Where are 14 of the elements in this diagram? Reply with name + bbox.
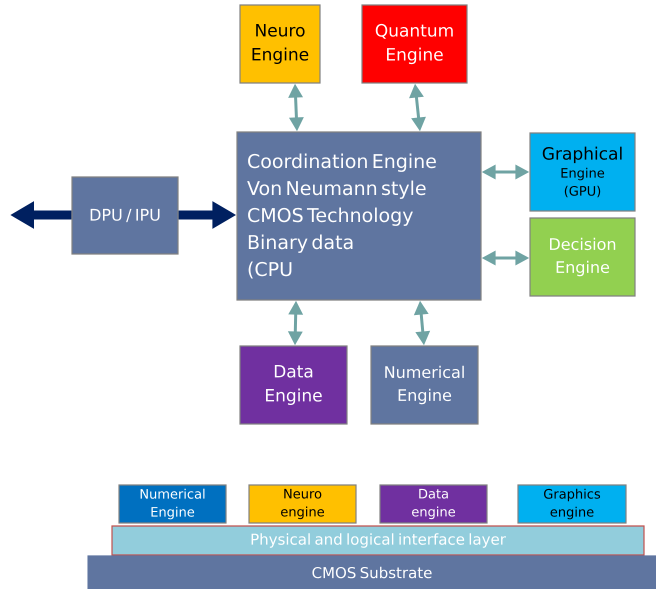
substrate-layer: CMOS Substrate [87, 555, 656, 589]
engine-block: Neuro engine [248, 484, 357, 524]
engine-box: Neuro Engine [239, 4, 321, 84]
engine-box: Numerical Engine [370, 345, 479, 425]
engine-box: Graphical Engine (GPU) [529, 132, 636, 212]
engine-block: Data engine [379, 484, 488, 524]
coordination-box: Coordination Engine Von Neumann style CMOS Technology Binary data (CPU [236, 131, 482, 301]
process-box: DPU / IPU [71, 176, 179, 255]
engine-box: Decision Engine [529, 217, 636, 297]
interface-layer: Physical and logical interface layer [111, 525, 645, 556]
engine-block: Graphics engine [517, 484, 627, 524]
engine-box: Quantum Engine [361, 4, 468, 84]
engine-box: Data Engine [239, 345, 348, 425]
engine-block: Numerical Engine [118, 484, 227, 524]
